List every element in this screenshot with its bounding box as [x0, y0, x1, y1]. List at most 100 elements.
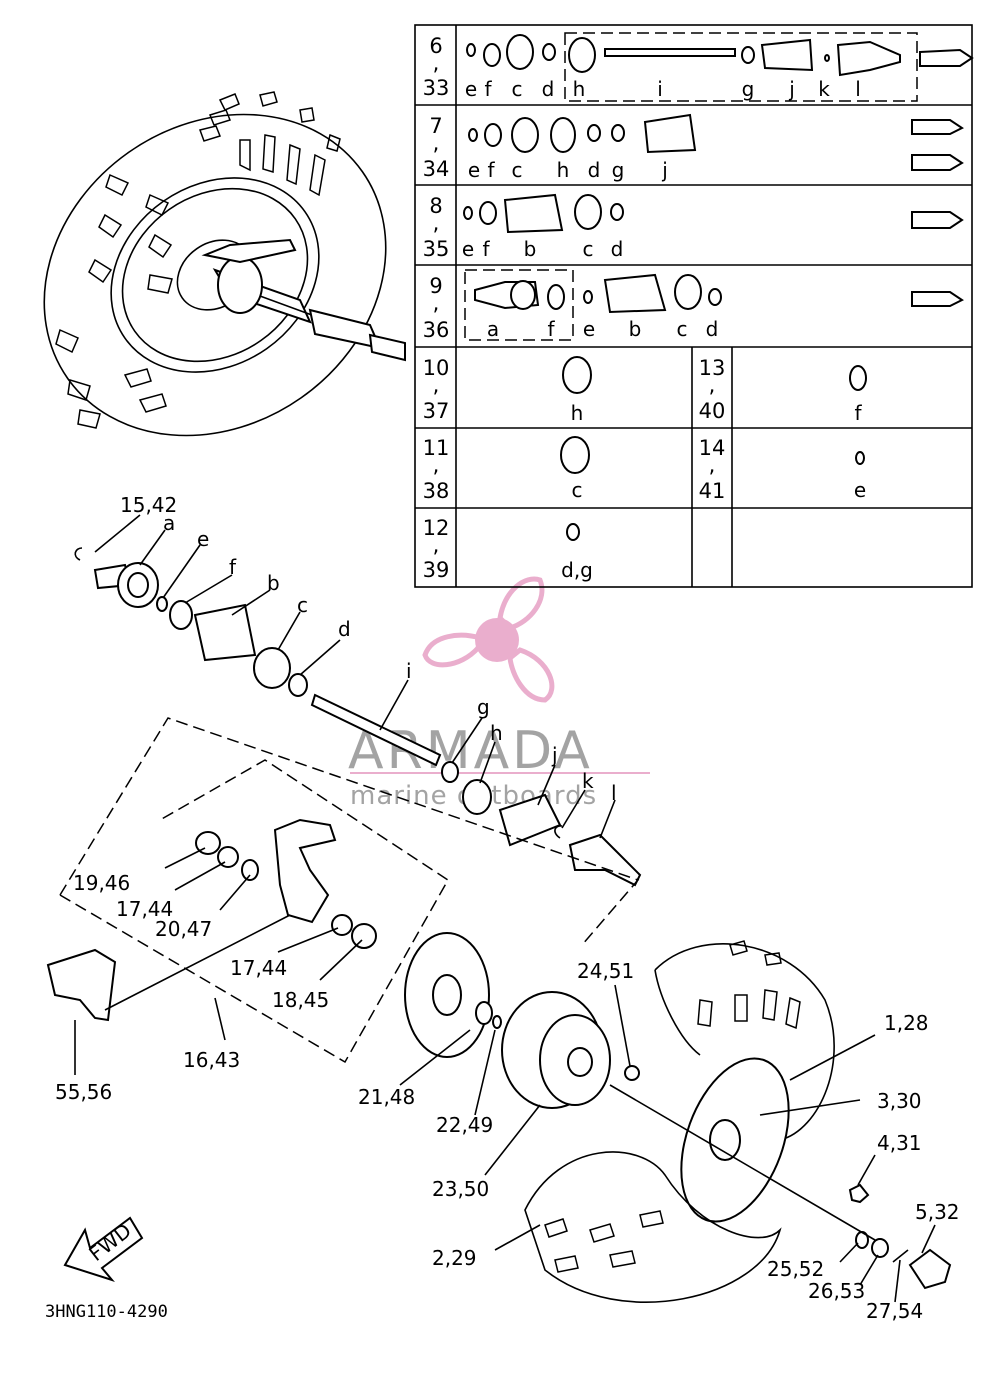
- row-12-parts: d,g: [561, 523, 593, 582]
- diagram-code: 3HNG110-4290: [45, 1302, 168, 1322]
- wheel-nut: [848, 1183, 870, 1204]
- svg-text:e: e: [854, 478, 866, 502]
- part-d-band: [288, 673, 308, 697]
- svg-text:38: 38: [423, 479, 450, 503]
- table-row-8: 8 , 35: [423, 194, 450, 261]
- svg-text:,: ,: [709, 373, 716, 397]
- part-c-band: [253, 647, 291, 689]
- table-row-7: 7 , 34: [423, 114, 450, 181]
- watermark: ARMADA marine outboards: [348, 576, 650, 811]
- callout-55-56: 55,56: [55, 1080, 112, 1104]
- svg-text:d: d: [588, 158, 601, 182]
- tire-outline: [43, 113, 387, 437]
- callout-d: d: [338, 617, 351, 641]
- table-row-11: 11 , 38 14 , 41: [423, 436, 726, 503]
- callout-k: k: [582, 769, 594, 793]
- row-7-parts: e f c h d g j: [468, 113, 964, 182]
- svg-text:j: j: [788, 77, 795, 101]
- svg-text:,: ,: [433, 291, 440, 315]
- exploded-shaft-parts: [74, 547, 642, 887]
- svg-text:11: 11: [423, 436, 450, 460]
- grease-tube-icon: [911, 154, 964, 171]
- svg-text:d,g: d,g: [561, 558, 593, 582]
- svg-text:h: h: [573, 77, 586, 101]
- grease-tube-icon: [911, 211, 964, 229]
- callout-labels: 15,42 a e f b c d i g h j k l 19,46 17,4…: [55, 493, 960, 1323]
- callout-5-32: 5,32: [915, 1200, 960, 1224]
- svg-text:c: c: [583, 237, 594, 261]
- callout-a: a: [163, 511, 175, 535]
- svg-text:36: 36: [423, 318, 450, 342]
- parts-table: 6 , 33 7 , 34 8 , 35 9 , 36 10 , 37 13 ,…: [414, 24, 974, 588]
- svg-text:37: 37: [423, 399, 450, 423]
- callout-e: e: [197, 527, 209, 551]
- svg-text:g: g: [612, 158, 625, 182]
- callout-l: l: [611, 781, 617, 805]
- row-11-parts: c e: [560, 436, 866, 502]
- callout-17-44-b: 17,44: [230, 956, 287, 980]
- callout-18-45: 18,45: [272, 988, 329, 1012]
- callout-2-29: 2,29: [432, 1246, 477, 1270]
- svg-text:j: j: [661, 158, 668, 182]
- svg-text:c: c: [512, 77, 523, 101]
- brake-hub-group: [399, 932, 640, 1176]
- svg-text:c: c: [512, 158, 523, 182]
- callout-22-49: 22,49: [436, 1113, 493, 1137]
- knuckle-arm: [201, 238, 297, 264]
- circlip: [74, 547, 83, 561]
- row-6-parts: e f c d h i g j k l: [465, 32, 974, 102]
- part-g-band: [441, 761, 459, 783]
- callout-j: j: [551, 743, 558, 767]
- svg-text:,: ,: [433, 211, 440, 235]
- svg-text:d: d: [542, 77, 555, 101]
- svg-text:c: c: [572, 478, 583, 502]
- tire-outer-half: [654, 943, 835, 1141]
- callout-4-31: 4,31: [877, 1131, 922, 1155]
- callout-16-43: 16,43: [183, 1048, 240, 1072]
- callout-26-53: 26,53: [808, 1279, 865, 1303]
- svg-text:13: 13: [699, 356, 726, 380]
- row-8-parts: e f b c d: [462, 193, 964, 261]
- svg-text:e: e: [583, 317, 595, 341]
- callout-3-30: 3,30: [877, 1089, 922, 1113]
- steering-knuckle: [273, 818, 337, 924]
- table-row-6: 6 , 33: [423, 34, 450, 100]
- svg-text:c: c: [677, 317, 688, 341]
- hub-cap: [908, 1248, 952, 1290]
- dashed-kit-box: [564, 32, 918, 102]
- table-border: [414, 24, 973, 588]
- drive-shaft-installed: [201, 238, 406, 362]
- grease-tube-icon: [911, 119, 964, 135]
- table-row-12: 12 , 39: [423, 516, 450, 582]
- svg-text:34: 34: [423, 157, 450, 181]
- part-h-band: [462, 779, 492, 815]
- svg-text:,: ,: [709, 453, 716, 477]
- svg-text:d: d: [611, 237, 624, 261]
- svg-text:h: h: [557, 158, 570, 182]
- svg-text:39: 39: [423, 558, 450, 582]
- propeller-logo-icon: [422, 576, 555, 703]
- callout-1-28: 1,28: [884, 1011, 929, 1035]
- grease-tube-icon: [919, 48, 974, 67]
- svg-text:40: 40: [699, 399, 726, 423]
- svg-text:i: i: [657, 77, 663, 101]
- grease-tube-icon: [911, 291, 964, 307]
- knuckle-group: [46, 717, 640, 1075]
- callout-lines: [94, 514, 616, 839]
- row-10-parts: h f: [562, 356, 867, 425]
- svg-text:,: ,: [433, 533, 440, 557]
- svg-text:h: h: [571, 401, 584, 425]
- svg-text:35: 35: [423, 237, 450, 261]
- svg-text:k: k: [818, 77, 830, 101]
- svg-text:12: 12: [423, 516, 450, 540]
- svg-text:a: a: [487, 317, 499, 341]
- svg-text:f: f: [487, 158, 495, 182]
- callout-b: b: [267, 571, 280, 595]
- svg-text:14: 14: [699, 436, 726, 460]
- tire-inner-half: [524, 1151, 782, 1303]
- svg-text:10: 10: [423, 356, 450, 380]
- tire-tread: [55, 91, 341, 429]
- svg-text:41: 41: [699, 479, 726, 503]
- table-row-9: 9 , 36: [423, 274, 450, 342]
